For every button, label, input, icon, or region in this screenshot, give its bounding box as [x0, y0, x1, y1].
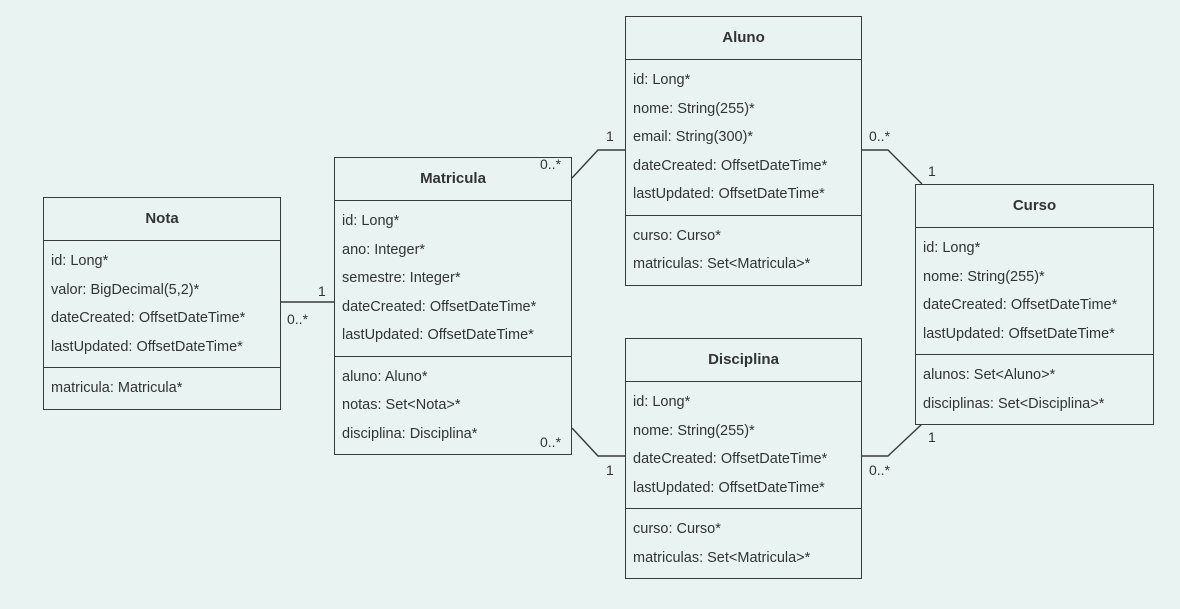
attributes-section: id: Long* nome: String(255)* email: Stri… [626, 60, 861, 215]
attribute: nome: String(255)* [633, 422, 755, 439]
attribute: lastUpdated: OffsetDateTime* [633, 186, 825, 202]
attribute: semestre: Integer* [342, 270, 461, 286]
relations-section: matricula: Matricula* [44, 367, 280, 409]
relation: curso: Curso* [633, 227, 721, 244]
relation: disciplinas: Set<Disciplina>* [923, 395, 1105, 412]
link-matricula-aluno [571, 149, 626, 179]
attributes-section: id: Long* valor: BigDecimal(5,2)* dateCr… [44, 241, 280, 367]
relations-section: curso: Curso* matriculas: Set<Matricula>… [626, 508, 861, 578]
attribute: lastUpdated: OffsetDateTime* [633, 479, 825, 496]
relation: aluno: Aluno* [342, 368, 428, 385]
attribute: id: Long* [633, 394, 691, 410]
multiplicity-label: 0..* [540, 156, 562, 172]
attributes-section: id: Long* ano: Integer* semestre: Intege… [335, 201, 571, 356]
relation: curso: Curso* [633, 521, 721, 537]
multiplicity-label: 1 [318, 283, 326, 299]
link-aluno-curso [861, 149, 923, 185]
class-curso[interactable]: Curso id: Long* nome: String(255)* dateC… [915, 184, 1154, 425]
attribute: lastUpdated: OffsetDateTime* [923, 325, 1115, 342]
attribute: nome: String(255)* [923, 268, 1045, 285]
attribute: id: Long* [342, 213, 400, 229]
class-title: Matricula [335, 158, 571, 201]
attribute: nome: String(255)* [633, 100, 755, 117]
attribute: dateCreated: OffsetDateTime* [342, 298, 537, 315]
multiplicity-label: 1 [606, 128, 614, 144]
relation: notas: Set<Nota>* [342, 397, 461, 413]
multiplicity-label: 0..* [869, 462, 891, 478]
attribute: id: Long* [923, 240, 981, 256]
class-disciplina[interactable]: Disciplina id: Long* nome: String(255)* … [625, 338, 862, 579]
multiplicity-label: 0..* [540, 434, 562, 450]
class-matricula[interactable]: Matricula id: Long* ano: Integer* semest… [334, 157, 572, 455]
class-nota[interactable]: Nota id: Long* valor: BigDecimal(5,2)* d… [43, 197, 281, 410]
relation: matricula: Matricula* [51, 380, 183, 396]
attribute: email: String(300)* [633, 129, 754, 145]
class-title: Disciplina [626, 339, 861, 382]
multiplicity-label: 1 [606, 462, 614, 478]
relation: alunos: Set<Aluno>* [923, 367, 1056, 383]
attribute: ano: Integer* [342, 241, 426, 258]
class-aluno[interactable]: Aluno id: Long* nome: String(255)* email… [625, 16, 862, 286]
relations-section: alunos: Set<Aluno>* disciplinas: Set<Dis… [916, 354, 1153, 424]
multiplicity-label: 0..* [287, 311, 309, 327]
attribute: dateCreated: OffsetDateTime* [633, 451, 828, 467]
attribute: dateCreated: OffsetDateTime* [923, 297, 1118, 313]
class-title: Aluno [626, 17, 861, 60]
multiplicity-label: 1 [928, 429, 936, 445]
attributes-section: id: Long* nome: String(255)* dateCreated… [626, 382, 861, 508]
attributes-section: id: Long* nome: String(255)* dateCreated… [916, 228, 1153, 354]
class-title: Curso [916, 185, 1153, 228]
multiplicity-label: 1 [928, 163, 936, 179]
relations-section: curso: Curso* matriculas: Set<Matricula>… [626, 214, 861, 285]
attribute: valor: BigDecimal(5,2)* [51, 281, 200, 298]
attribute: id: Long* [633, 72, 691, 88]
relation: matriculas: Set<Matricula>* [633, 256, 811, 272]
multiplicity-label: 0..* [869, 128, 891, 144]
class-title: Nota [44, 198, 280, 241]
relations-section: aluno: Aluno* notas: Set<Nota>* discipli… [335, 355, 571, 455]
link-disciplina-curso [861, 423, 923, 457]
attribute: dateCreated: OffsetDateTime* [633, 157, 828, 174]
link-matricula-disciplina [571, 427, 626, 457]
attribute: lastUpdated: OffsetDateTime* [51, 338, 243, 355]
attribute: dateCreated: OffsetDateTime* [51, 310, 246, 326]
relation: matriculas: Set<Matricula>* [633, 549, 811, 566]
attribute: id: Long* [51, 253, 109, 269]
relation: disciplina: Disciplina* [342, 425, 478, 442]
attribute: lastUpdated: OffsetDateTime* [342, 327, 534, 343]
